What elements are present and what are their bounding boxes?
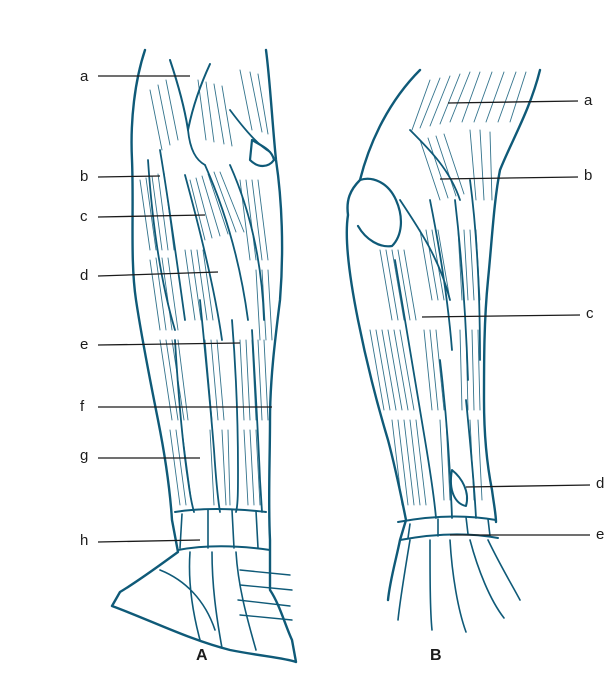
leader-line-a-e <box>98 343 240 345</box>
label-b-b: b <box>584 168 592 183</box>
label-a-f: f <box>80 399 84 414</box>
caption-a: A <box>196 647 208 665</box>
leader-line-a-h <box>98 540 200 542</box>
leader-lines <box>98 76 590 542</box>
label-a-b: b <box>80 169 88 184</box>
label-b-e: e <box>596 527 604 542</box>
leader-line-a-b <box>98 176 160 177</box>
label-a-c: c <box>80 209 88 224</box>
label-b-c: c <box>586 306 594 321</box>
label-a-h: h <box>80 533 88 548</box>
forearm-b-illustration <box>347 70 540 632</box>
label-a-d: d <box>80 268 88 283</box>
leader-line-b-d <box>466 485 590 487</box>
leader-line-b-a <box>448 101 578 103</box>
leader-line-b-c <box>422 315 580 317</box>
forearm-a-illustration <box>112 50 296 662</box>
label-a-a: a <box>80 69 88 84</box>
label-a-g: g <box>80 448 88 463</box>
label-b-d: d <box>596 476 604 491</box>
caption-b: B <box>430 647 442 665</box>
label-a-e: e <box>80 337 88 352</box>
label-b-a: a <box>584 93 592 108</box>
leader-line-b-b <box>440 177 578 179</box>
